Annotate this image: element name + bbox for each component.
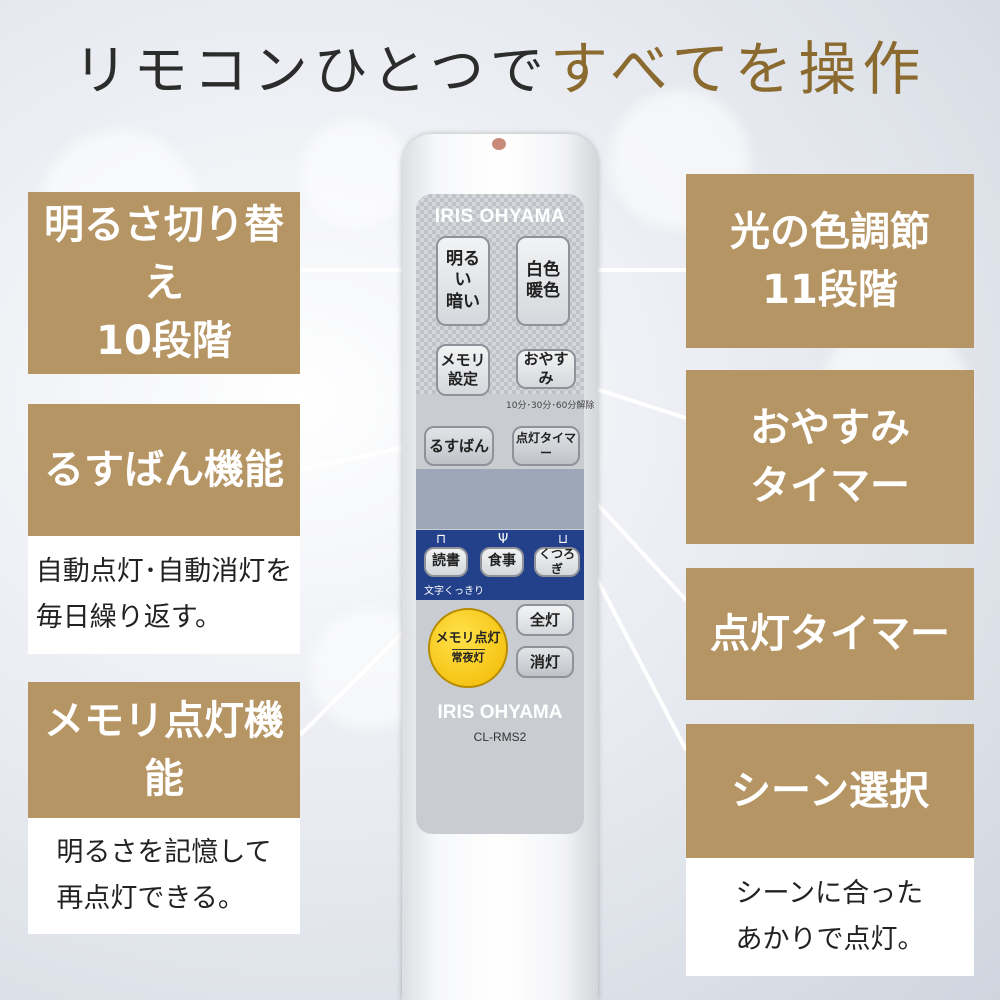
title-part1: リモコンひとつで: [73, 39, 550, 102]
remote-control: IRIS OHYAMA 明るい 暗い 白色 暖色 メモリ 設定 おやすみ 10分…: [402, 134, 598, 1000]
feature-memory-desc: 明るさを記憶して 再点灯できる。: [28, 818, 300, 934]
scene-read-button[interactable]: 読書: [424, 547, 468, 577]
sofa-icon: ⊔: [558, 532, 569, 547]
feature-scene-label: シーン選択: [731, 768, 929, 814]
feature-scene-desc: シーンに合った あかりで点灯。: [686, 858, 974, 976]
feature-away-desc: 自動点灯･自動消灯を 毎日繰り返す。: [28, 536, 300, 654]
sleep-note: 10分･30分･60分解除: [506, 401, 595, 411]
feature-memory: メモリ点灯機能: [28, 682, 300, 818]
scene-relax-label: くつろぎ: [538, 547, 575, 576]
memory-set-button[interactable]: メモリ 設定: [436, 344, 490, 396]
feature-away: るすばん機能: [28, 404, 300, 536]
brand-logo-bottom: IRIS OHYAMA: [437, 702, 563, 723]
feature-timer-label: 点灯タイマー: [710, 611, 950, 657]
color-button[interactable]: 白色 暖色: [516, 236, 570, 326]
away-button[interactable]: るすばん: [424, 426, 494, 466]
feature-color-label: 光の色調節 11段階: [730, 209, 930, 313]
feature-memory-label: メモリ点灯機能: [44, 698, 284, 802]
scene-relax-button[interactable]: くつろぎ: [534, 547, 580, 577]
feature-away-desc-text: 自動点灯･自動消灯を 毎日繰り返す。: [35, 556, 293, 633]
ir-emitter: [492, 138, 506, 150]
color-button-label: 白色 暖色: [526, 259, 560, 301]
book-icon: ⊓: [436, 532, 447, 547]
brand-logo-top: IRIS OHYAMA: [434, 206, 566, 227]
sleep-button[interactable]: おやすみ: [516, 349, 576, 389]
off-button[interactable]: 消灯: [516, 646, 574, 678]
feature-away-label: るすばん機能: [44, 447, 284, 493]
memory-on-label: メモリ点灯: [435, 631, 501, 646]
feature-brightness: 明るさ切り替え 10段階: [28, 192, 300, 374]
timer-button-label: 点灯タイマー: [515, 431, 576, 460]
function-band: [416, 469, 584, 529]
scene-meal-button[interactable]: 食事: [480, 547, 524, 577]
bokeh-light: [300, 120, 410, 230]
sleep-button-label: おやすみ: [523, 350, 569, 387]
memory-on-button[interactable]: メモリ点灯 常夜灯: [428, 608, 508, 688]
feature-color: 光の色調節 11段階: [686, 174, 974, 348]
feature-timer: 点灯タイマー: [686, 568, 974, 700]
button-panel: IRIS OHYAMA 明るい 暗い 白色 暖色 メモリ 設定 おやすみ 10分…: [416, 194, 594, 834]
feature-memory-desc-text: 明るさを記憶して 再点灯できる。: [56, 837, 272, 914]
night-light-label: 常夜灯: [451, 649, 485, 665]
all-on-button[interactable]: 全灯: [516, 604, 574, 636]
feature-sleep: おやすみ タイマー: [686, 370, 974, 544]
off-label: 消灯: [529, 652, 560, 671]
away-button-label: るすばん: [428, 436, 489, 455]
timer-button[interactable]: 点灯タイマー: [512, 426, 580, 466]
model-number: CL-RMS2: [473, 730, 527, 744]
title-part2: すべてを操作: [549, 35, 927, 103]
page-title: リモコンひとつですべてを操作: [0, 22, 1000, 106]
memory-set-label: メモリ 設定: [440, 351, 486, 388]
feature-brightness-label: 明るさ切り替え 10段階: [44, 202, 284, 364]
scene-read-label: 読書: [432, 553, 460, 570]
brightness-button-label: 明るい 暗い: [446, 249, 480, 312]
feature-sleep-label: おやすみ タイマー: [750, 405, 910, 509]
feature-scene-desc-text: シーンに合った あかりで点灯。: [735, 878, 925, 955]
read-note: 文字くっきり: [424, 586, 484, 597]
scene-meal-label: 食事: [488, 553, 516, 570]
feature-scene: シーン選択: [686, 724, 974, 858]
fork-knife-icon: Ψ: [498, 532, 509, 547]
brightness-button[interactable]: 明るい 暗い: [436, 236, 490, 326]
all-on-label: 全灯: [529, 610, 560, 629]
